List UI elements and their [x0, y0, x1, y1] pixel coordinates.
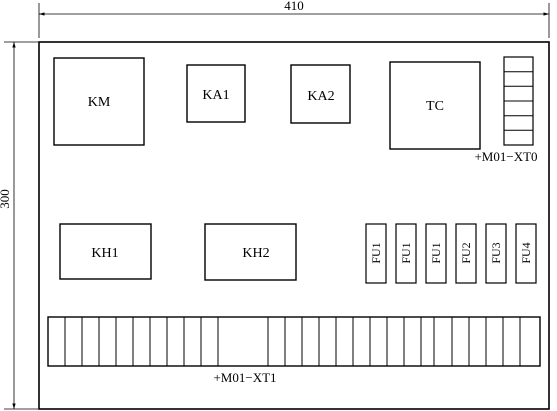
terminal-block-xt0: [503, 56, 534, 146]
fuse-3-label: FU1: [429, 242, 443, 263]
component-ka2: KA2: [290, 64, 351, 124]
component-kh2: KH2: [204, 223, 297, 281]
fuse-2: FU1: [395, 223, 417, 284]
panel-outline: [38, 41, 550, 410]
component-km: KM: [53, 57, 145, 146]
component-tc: TC: [389, 61, 481, 150]
fuse-1-label: FU1: [369, 242, 383, 263]
terminal-block-xt0-label: +M01−XT0: [474, 149, 537, 164]
component-kh2-label: KH2: [242, 246, 269, 261]
fuse-3: FU1: [425, 223, 447, 284]
component-tc-label: TC: [426, 99, 444, 114]
component-km-label: KM: [88, 95, 111, 110]
terminal-block-xt1-label: +M01−XT1: [213, 370, 276, 385]
fuse-5-label: FU3: [489, 242, 503, 263]
terminal-block-xt1: [47, 316, 541, 367]
height-dimension: 300: [0, 41, 38, 410]
component-kh1: KH1: [59, 223, 152, 280]
component-ka1: KA1: [186, 64, 246, 123]
width-dimension: 410: [38, 0, 550, 38]
fuse-4: FU2: [455, 223, 477, 284]
component-ka2-label: KA2: [307, 89, 334, 104]
fuse-row: FU1 FU1 FU1 FU2 FU3 FU4: [365, 223, 537, 284]
fuse-6: FU4: [515, 223, 537, 284]
fuse-6-label: FU4: [519, 242, 533, 263]
fuse-5: FU3: [485, 223, 507, 284]
component-ka1-label: KA1: [202, 88, 229, 103]
height-dimension-label: 300: [0, 189, 12, 209]
width-dimension-label: 410: [284, 0, 304, 13]
fuse-4-label: FU2: [459, 242, 473, 263]
component-kh1-label: KH1: [91, 246, 118, 261]
fuse-2-label: FU1: [399, 242, 413, 263]
fuse-1: FU1: [365, 223, 387, 284]
terminal-block-xt1-separators: [64, 317, 521, 366]
